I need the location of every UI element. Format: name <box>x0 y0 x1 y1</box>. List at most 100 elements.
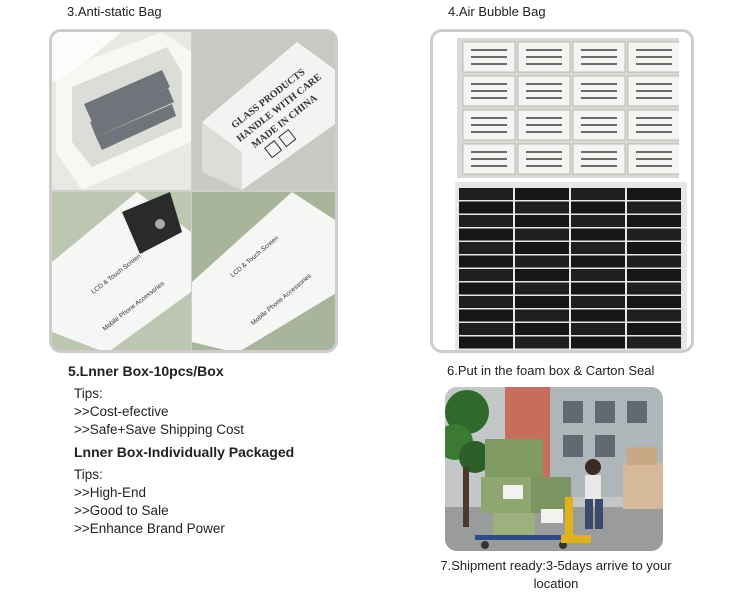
black-box <box>459 269 513 281</box>
black-box <box>459 309 513 322</box>
box-print-line <box>636 90 672 92</box>
shipment-photo <box>445 387 663 551</box>
box-print-line <box>636 165 672 167</box>
black-box <box>459 228 513 241</box>
box-print-line <box>526 158 562 160</box>
closed-box-photo: GLASS PRODUCTS HANDLE WITH CARE MADE IN … <box>192 32 335 190</box>
tip-item: >>Cost-efective <box>74 404 169 419</box>
tip-item: >>High-End <box>74 485 147 500</box>
box-print-line <box>471 117 507 119</box>
tips-block-cost: Tips: >>Cost-efective >>Safe+Save Shippi… <box>74 385 244 439</box>
black-box <box>515 282 569 295</box>
air-bubble-photo-collage <box>430 29 694 353</box>
black-box <box>459 188 513 200</box>
individual-pack-title: Lnner Box-Individually Packaged <box>74 444 295 460</box>
box-print-line <box>471 165 507 167</box>
box-print-line <box>471 151 507 153</box>
box-print-line <box>581 165 617 167</box>
box-print-line <box>526 97 562 99</box>
black-box <box>459 282 513 295</box>
tip-item: >>Safe+Save Shipping Cost <box>74 422 244 437</box>
box-print-line <box>581 151 617 153</box>
box-print-line <box>636 131 672 133</box>
caption-foam-box: 6.Put in the foam box & Carton Seal <box>447 363 655 378</box>
box-print-line <box>581 90 617 92</box>
box-print-line <box>526 165 562 167</box>
black-box <box>515 323 569 335</box>
black-boxes-photo <box>455 182 687 350</box>
box-print-line <box>636 151 672 153</box>
box-print-line <box>581 83 617 85</box>
box-print-line <box>526 90 562 92</box>
tip-item: >>Good to Sale <box>74 503 169 518</box>
black-box <box>515 255 569 268</box>
black-box <box>515 269 569 281</box>
black-box <box>627 269 681 281</box>
black-box <box>459 242 513 254</box>
box-print-line <box>526 151 562 153</box>
box-print-line <box>471 49 507 51</box>
box-print-line <box>581 124 617 126</box>
plain-box-photo: LCD & Touch Screen Mobile Phone Accessor… <box>192 192 335 350</box>
lcd-box-photo: LCD & Touch Screen Mobile Phone Accessor… <box>52 192 191 350</box>
black-box <box>515 296 569 308</box>
box-print-line <box>636 63 672 65</box>
black-box <box>459 201 513 214</box>
black-box <box>571 336 625 349</box>
black-box <box>627 323 681 335</box>
black-box <box>515 336 569 349</box>
black-box <box>571 323 625 335</box>
caption-air-bubble-bag: 4.Air Bubble Bag <box>448 4 546 19</box>
white-boxes-grid-photo <box>457 38 679 178</box>
box-print-line <box>526 83 562 85</box>
box-print-line <box>636 56 672 58</box>
box-print-line <box>471 56 507 58</box>
box-print-line <box>581 49 617 51</box>
black-box <box>459 323 513 335</box>
black-box <box>515 242 569 254</box>
black-box <box>571 228 625 241</box>
black-box <box>571 309 625 322</box>
black-box <box>627 336 681 349</box>
tips-heading: Tips: <box>74 467 103 482</box>
antistatic-bag-photo-collage: GLASS PRODUCTS HANDLE WITH CARE MADE IN … <box>49 29 338 353</box>
black-box <box>459 296 513 308</box>
caption-inner-box: 5.Lnner Box-10pcs/Box <box>68 363 224 379</box>
open-box-photo <box>52 32 191 190</box>
box-print-line <box>526 56 562 58</box>
black-box <box>627 282 681 295</box>
black-box <box>571 188 625 200</box>
box-print-line <box>581 158 617 160</box>
black-box <box>515 201 569 214</box>
black-box <box>515 215 569 227</box>
black-box <box>515 228 569 241</box>
caption-shipment: 7.Shipment ready:3-5days arrive to your … <box>440 558 672 591</box>
black-box <box>627 296 681 308</box>
box-print-line <box>636 117 672 119</box>
black-box <box>571 242 625 254</box>
box-print-line <box>471 158 507 160</box>
box-print-line <box>581 56 617 58</box>
box-print-line <box>471 97 507 99</box>
box-print-line <box>471 63 507 65</box>
box-print-line <box>636 83 672 85</box>
box-print-line <box>471 90 507 92</box>
black-box <box>571 215 625 227</box>
box-print-line <box>581 131 617 133</box>
black-box <box>571 255 625 268</box>
black-box <box>459 336 513 349</box>
box-print-line <box>526 49 562 51</box>
box-print-line <box>581 117 617 119</box>
black-box <box>515 188 569 200</box>
black-box <box>627 255 681 268</box>
black-box <box>459 215 513 227</box>
caption-antistatic-bag: 3.Anti-static Bag <box>67 4 162 19</box>
black-box <box>627 309 681 322</box>
black-box <box>627 228 681 241</box>
tips-block-individual: Lnner Box-Individually Packaged Tips: >>… <box>74 443 294 538</box>
box-print-line <box>526 131 562 133</box>
box-print-line <box>581 63 617 65</box>
tip-item: >>Enhance Brand Power <box>74 521 225 536</box>
black-box <box>627 201 681 214</box>
box-print-line <box>581 97 617 99</box>
